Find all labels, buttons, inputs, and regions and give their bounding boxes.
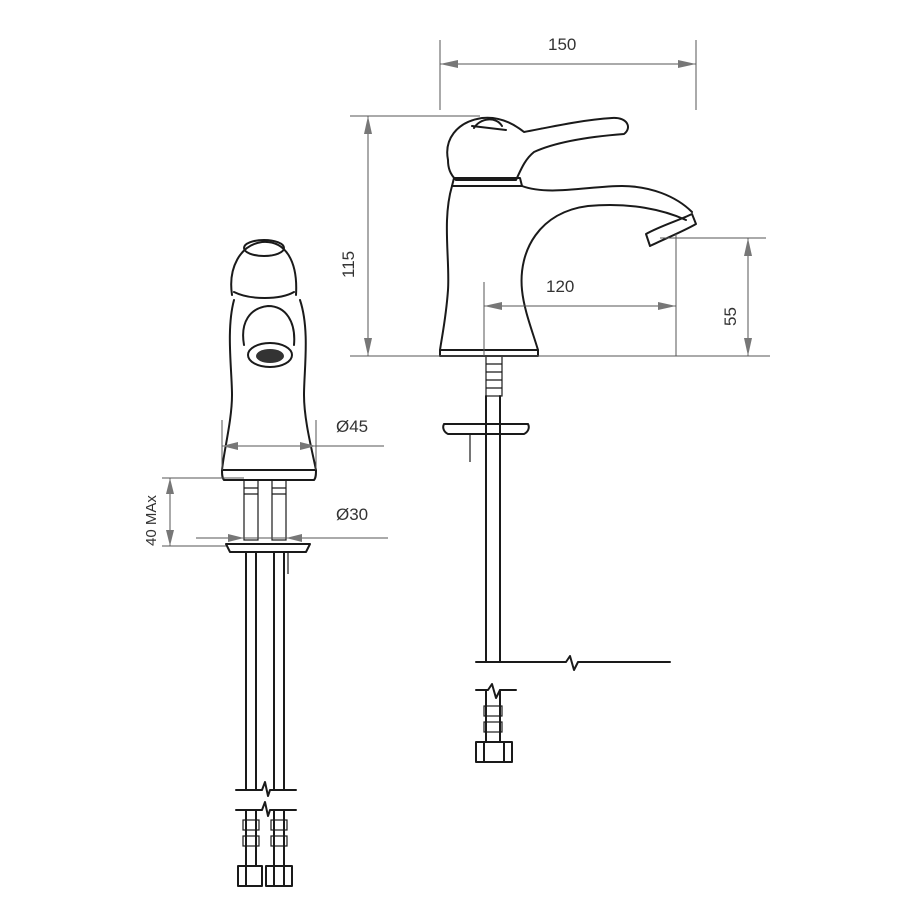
side-handle-cap-line [471,125,507,131]
front-stud-right [271,479,287,541]
front-handle-top [230,240,298,296]
dim45-label: Ø45 [336,417,368,436]
dim150-arrow-right [678,60,696,68]
dim115-arrow-bottom [364,338,372,356]
side-break-lower [475,683,517,699]
hex-nut-right [265,865,293,887]
side-stud [485,355,503,397]
crimp-left-1 [242,819,260,831]
front-handle-base [233,291,295,299]
front-stud-threads [244,487,286,495]
dim30-label: Ø30 [336,505,368,524]
crimp-right-1 [270,819,288,831]
dim40-label: 40 MAx [143,495,160,546]
front-view: Ø45 Ø30 40 MAx [143,239,388,887]
front-stud-left [243,479,259,541]
dim150-arrow-left [440,60,458,68]
dim40-arrow-bottom [166,530,174,546]
dim150-label: 150 [548,35,576,54]
side-crimp-1 [483,705,503,717]
dim45-arrow-left [222,442,238,450]
side-stud-threads [486,363,502,389]
front-washer [225,543,311,553]
dim115-label: 115 [339,251,358,278]
dim120-arrow-right [658,302,676,310]
front-base [221,469,317,481]
side-base [439,349,539,357]
side-break-line [475,655,671,671]
side-washer [442,423,530,435]
dim45-arrow-right [300,442,316,450]
front-spout [242,305,296,346]
front-body [221,299,317,471]
side-view: 150 115 120 55 [339,35,770,763]
crimp-right-2 [270,835,288,847]
front-handle-cap [243,239,285,257]
hose-break-top [235,781,297,797]
crimp-left-2 [242,835,260,847]
side-spout-top [521,185,693,213]
hex-nut-left [237,865,263,887]
dim55-arrow-top [744,238,752,256]
side-crimp-2 [483,721,503,733]
aerator-mesh [256,349,284,363]
side-aerator [645,213,697,247]
dim30-arrow-left [228,534,244,542]
dim55-arrow-bottom [744,338,752,356]
dim120-arrow-left [484,302,502,310]
side-hex-nut [475,741,513,763]
dim55-label: 55 [721,307,740,326]
dim30-arrow-right [286,534,302,542]
dim40-arrow-top [166,478,174,494]
dim115-arrow-top [364,116,372,134]
side-body-back [439,185,687,351]
dim120-label: 120 [546,277,574,296]
